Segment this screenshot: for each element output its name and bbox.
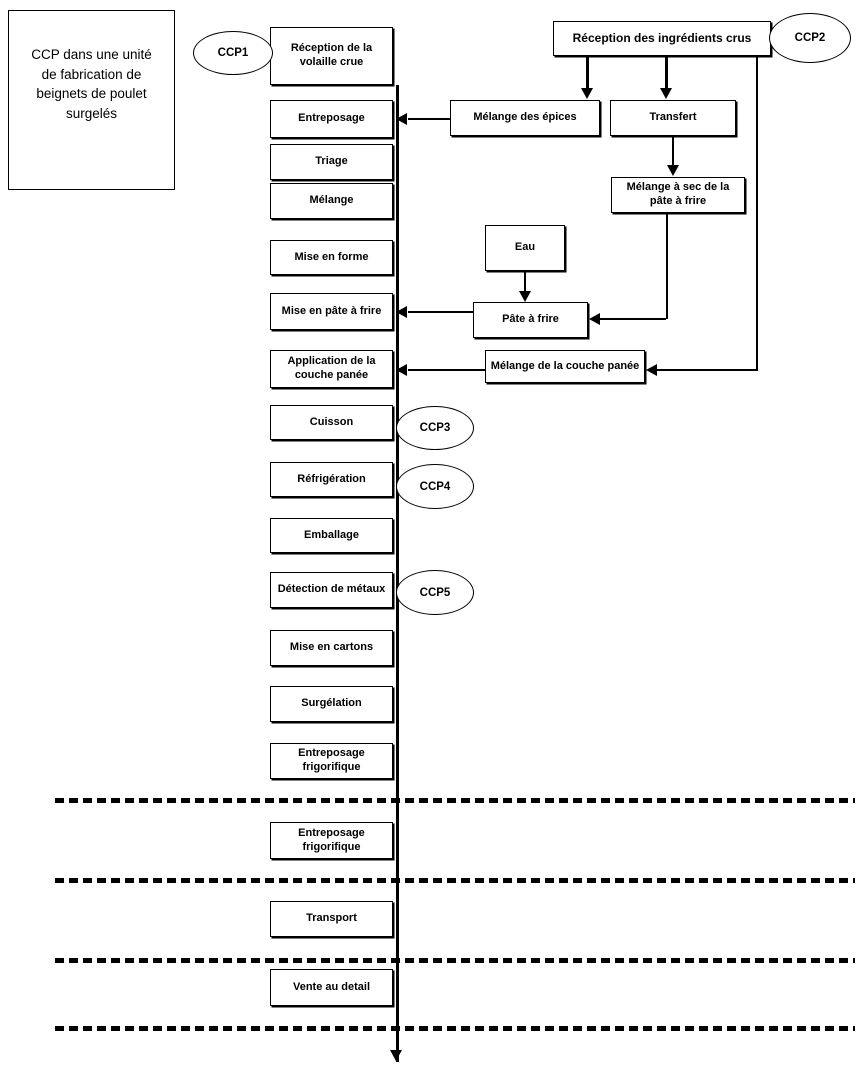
process-box-reception-ingredients-crus[interactable]: Réception des ingrédients crus bbox=[553, 21, 771, 56]
arrow-eau-to-pate-a-frire bbox=[519, 291, 531, 302]
title-line-4: surgelés bbox=[65, 105, 118, 121]
diagram-title-box: CCP dans une unité de fabrication de bei… bbox=[8, 10, 175, 190]
process-box-pate-a-frire[interactable]: Pâte à frire bbox=[473, 302, 588, 338]
connector-ingredients-to-couche-panee-vertical bbox=[756, 56, 758, 370]
arrow-epices-to-entreposage bbox=[396, 113, 407, 125]
process-box-cuisson[interactable]: Cuisson bbox=[270, 405, 393, 440]
ccp-marker-ccp2[interactable]: CCP2 bbox=[769, 13, 851, 63]
connector-ingredients-to-couche-panee-horizontal bbox=[657, 369, 758, 371]
process-box-transfert[interactable]: Transfert bbox=[610, 100, 736, 136]
process-box-vente-au-detail[interactable]: Vente au detail bbox=[270, 969, 393, 1006]
connector-ingredients-to-transfert bbox=[665, 56, 668, 89]
main-flow-end-arrow bbox=[390, 1050, 402, 1061]
connector-epices-to-entreposage bbox=[408, 118, 452, 120]
main-flow-spine bbox=[396, 85, 399, 1062]
arrow-pate-a-frire-to-mise-en-pate bbox=[396, 306, 407, 318]
ccp-marker-ccp1[interactable]: CCP1 bbox=[193, 31, 273, 75]
process-box-mise-en-forme[interactable]: Mise en forme bbox=[270, 240, 393, 275]
arrow-transfert-to-melange-sec bbox=[667, 165, 679, 176]
title-line-1: CCP dans une unité bbox=[31, 47, 152, 62]
process-box-entreposage-frigorifique-1[interactable]: Entreposage frigorifique bbox=[270, 743, 393, 779]
process-box-entreposage-frigorifique-2[interactable]: Entreposage frigorifique bbox=[270, 822, 393, 859]
process-box-application-couche-panee[interactable]: Application de la couche panée bbox=[270, 350, 393, 388]
process-box-transport[interactable]: Transport bbox=[270, 901, 393, 937]
connector-couche-panee-to-application bbox=[408, 369, 486, 371]
connector-eau-to-pate-a-frire bbox=[524, 271, 526, 293]
boundary-dashed-line-4 bbox=[55, 1026, 855, 1031]
ccp-marker-ccp4[interactable]: CCP4 bbox=[396, 464, 474, 509]
arrow-ingredients-to-epices bbox=[581, 88, 593, 99]
process-box-eau[interactable]: Eau bbox=[485, 225, 565, 271]
process-box-reception-volaille[interactable]: Réception de la volaille crue bbox=[270, 27, 393, 85]
ccp-marker-ccp5[interactable]: CCP5 bbox=[396, 570, 474, 615]
process-box-refrigeration[interactable]: Réfrigération bbox=[270, 462, 393, 497]
arrow-ingredients-to-transfert bbox=[660, 88, 672, 99]
process-box-detection-metaux[interactable]: Détection de métaux bbox=[270, 572, 393, 608]
process-box-mise-en-cartons[interactable]: Mise en cartons bbox=[270, 630, 393, 666]
title-line-2: de fabrication de bbox=[41, 66, 142, 82]
process-box-melange-des-epices[interactable]: Mélange des épices bbox=[450, 100, 600, 136]
connector-transfert-to-melange-sec bbox=[672, 136, 674, 166]
boundary-dashed-line-2 bbox=[55, 878, 855, 883]
process-box-surgelation[interactable]: Surgélation bbox=[270, 686, 393, 722]
arrow-couche-panee-to-application bbox=[396, 364, 407, 376]
connector-melange-sec-to-pate-a-frire-vertical bbox=[666, 213, 668, 319]
arrow-to-melange-couche-panee bbox=[646, 364, 657, 376]
ccp-marker-ccp3[interactable]: CCP3 bbox=[396, 406, 474, 450]
process-box-melange-couche-panee[interactable]: Mélange de la couche panée bbox=[485, 350, 645, 383]
process-box-melange-a-sec-pate-a-frire[interactable]: Mélange à sec de la pâte à frire bbox=[611, 177, 745, 213]
title-line-3: beignets de poulet bbox=[36, 86, 147, 102]
process-box-emballage[interactable]: Emballage bbox=[270, 518, 393, 553]
boundary-dashed-line-3 bbox=[55, 958, 855, 963]
process-box-triage[interactable]: Triage bbox=[270, 144, 393, 180]
process-box-entreposage[interactable]: Entreposage bbox=[270, 100, 393, 138]
connector-melange-sec-to-pate-a-frire-horizontal bbox=[600, 318, 666, 320]
process-box-melange[interactable]: Mélange bbox=[270, 183, 393, 219]
arrow-to-pate-a-frire-right bbox=[589, 313, 600, 325]
boundary-dashed-line-1 bbox=[55, 798, 855, 803]
connector-pate-a-frire-to-mise-en-pate bbox=[408, 311, 474, 313]
process-box-mise-en-pate-a-frire[interactable]: Mise en pâte à frire bbox=[270, 293, 393, 330]
connector-ingredients-to-epices bbox=[586, 56, 589, 89]
